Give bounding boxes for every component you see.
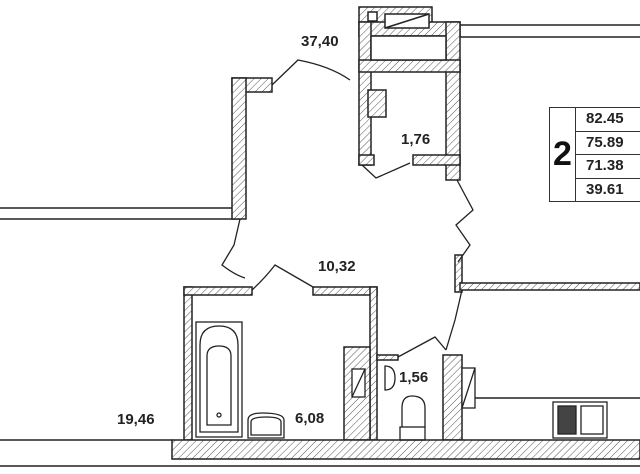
area-summary-table: 2 82.45 75.89 71.38 39.61 xyxy=(549,107,640,202)
hall-area: 10,32 xyxy=(318,258,356,275)
storage-area: 1,76 xyxy=(401,131,431,148)
room-area-37-40: 37,40 xyxy=(301,33,339,50)
rooms-count: 2 xyxy=(550,108,576,201)
living-area: 39.61 xyxy=(586,180,624,198)
total-area: 82.45 xyxy=(576,108,640,132)
area-value-3: 71.38 xyxy=(576,155,640,179)
area-value-2: 75.89 xyxy=(576,132,640,155)
bathroom-area: 6,08 xyxy=(295,410,325,427)
toilet-area: 1,56 xyxy=(399,369,429,386)
room-area-19-46: 19,46 xyxy=(117,411,155,428)
